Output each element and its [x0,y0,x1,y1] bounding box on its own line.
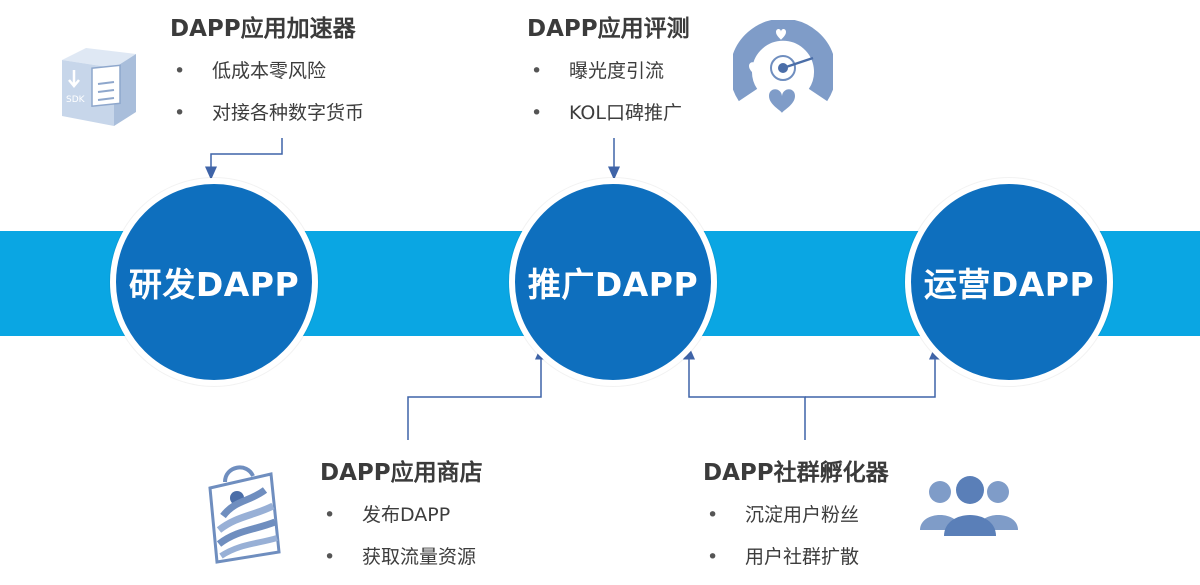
store-item: 发布DAPP [320,494,483,536]
connector-accelerator [205,138,283,180]
sdk-box-icon: SDK [62,48,136,126]
connector-community-b [805,346,941,398]
accelerator-item: 对接各种数字货币 [170,92,364,134]
store-block: DAPP应用商店 发布DAPP 获取流量资源 [320,456,483,578]
store-title: DAPP应用商店 [320,460,483,486]
sdk-label: SDK [66,95,86,105]
store-item: 获取流量资源 [320,536,483,578]
review-item: KOL口碑推广 [527,92,690,134]
community-title: DAPP社群孵化器 [703,460,889,486]
review-block: DAPP应用评测 曝光度引流 KOL口碑推广 [527,12,690,134]
stage-operate-label: 运营DAPP [923,265,1095,304]
accelerator-item: 低成本零风险 [170,50,364,92]
stage-develop: 研发DAPP [110,178,318,386]
accelerator-block: DAPP应用加速器 低成本零风险 对接各种数字货币 [170,12,364,134]
review-item: 曝光度引流 [527,50,690,92]
review-title: DAPP应用评测 [527,16,690,42]
accelerator-title: DAPP应用加速器 [170,16,356,42]
stage-develop-label: 研发DAPP [128,265,300,304]
connector-store [407,346,547,440]
community-item: 沉淀用户粉丝 [703,494,889,536]
community-list: 沉淀用户粉丝 用户社群扩散 [703,494,889,578]
community-item: 用户社群扩散 [703,536,889,578]
shopping-bag-icon [208,465,281,564]
review-list: 曝光度引流 KOL口碑推广 [527,50,690,134]
stage-operate: 运营DAPP [905,178,1113,386]
stage-promote: 推广DAPP [509,178,717,386]
store-list: 发布DAPP 获取流量资源 [320,494,483,578]
user-group-icon [920,476,1018,536]
gauge-hearts-icon [733,20,833,113]
stage-promote-label: 推广DAPP [527,265,699,304]
community-block: DAPP社群孵化器 沉淀用户粉丝 用户社群扩散 [703,456,889,578]
connector-community-a [683,346,806,440]
accelerator-list: 低成本零风险 对接各种数字货币 [170,50,364,134]
